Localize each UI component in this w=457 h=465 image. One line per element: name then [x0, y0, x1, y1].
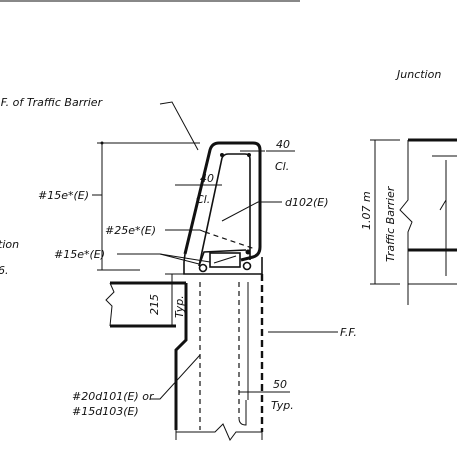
- bar-dot-left: [198, 263, 208, 273]
- bar-dot-upper: [245, 249, 251, 255]
- label-d102: d102(E): [285, 196, 329, 209]
- label-ff: F.F.: [340, 326, 357, 339]
- label-partial-6: 6.: [0, 264, 9, 277]
- leader-15e-lower-b: [159, 253, 211, 263]
- label-20d101: #20d101(E) or: [72, 390, 155, 403]
- label-junction: Junction: [395, 68, 441, 81]
- leader-20d101: [150, 354, 201, 400]
- inner-block: [209, 252, 241, 268]
- inner-block-hatch: [213, 255, 237, 264]
- bar-dot-top-right: [247, 153, 251, 157]
- label-40-left-cl: Cl.: [196, 193, 210, 206]
- leader-15e-lower-a: [117, 253, 200, 265]
- wall-left-edge: [174, 283, 188, 430]
- label-15d103: #15d103(E): [72, 405, 139, 418]
- label-25e: #25e*(E): [105, 224, 156, 237]
- label-15e-upper: #15e*(E): [38, 189, 89, 202]
- label-40-right: 40: [276, 138, 290, 151]
- leader-25e: [165, 229, 206, 233]
- label-dim-typ: Typ.: [173, 295, 186, 318]
- bar-dot-right: [242, 261, 252, 271]
- label-dim-215: 215: [148, 294, 161, 315]
- d102-lower-leg: [198, 249, 247, 267]
- bottom-break-line: [176, 423, 262, 441]
- elev-break-line: [399, 140, 413, 305]
- label-dim-50: 50: [273, 378, 287, 391]
- deck-break-line: [105, 282, 115, 327]
- leader-d102: [221, 201, 282, 222]
- label-partial-tion: tion: [0, 238, 19, 251]
- leader-if-barrier: [159, 101, 199, 151]
- label-15e-lower: #15e*(E): [54, 248, 105, 261]
- label-dim-50-typ: Typ.: [271, 399, 294, 412]
- bar-25e-dashed: [204, 231, 256, 250]
- label-40-right-cl: Cl.: [275, 160, 289, 173]
- bar-dot-top-left: [220, 153, 224, 157]
- barrier-outline: [183, 141, 262, 262]
- height-dim-tick-top: [100, 141, 104, 145]
- label-40-left: 40: [200, 172, 214, 185]
- label-traffic-barrier: Traffic Barrier: [384, 185, 397, 262]
- label-if-traffic-barrier: I.F. of Traffic Barrier: [0, 96, 104, 109]
- wall-rebar-hook: [238, 400, 247, 426]
- label-height-107: 1.07 m: [360, 191, 373, 230]
- elev-break-partial: [439, 198, 447, 240]
